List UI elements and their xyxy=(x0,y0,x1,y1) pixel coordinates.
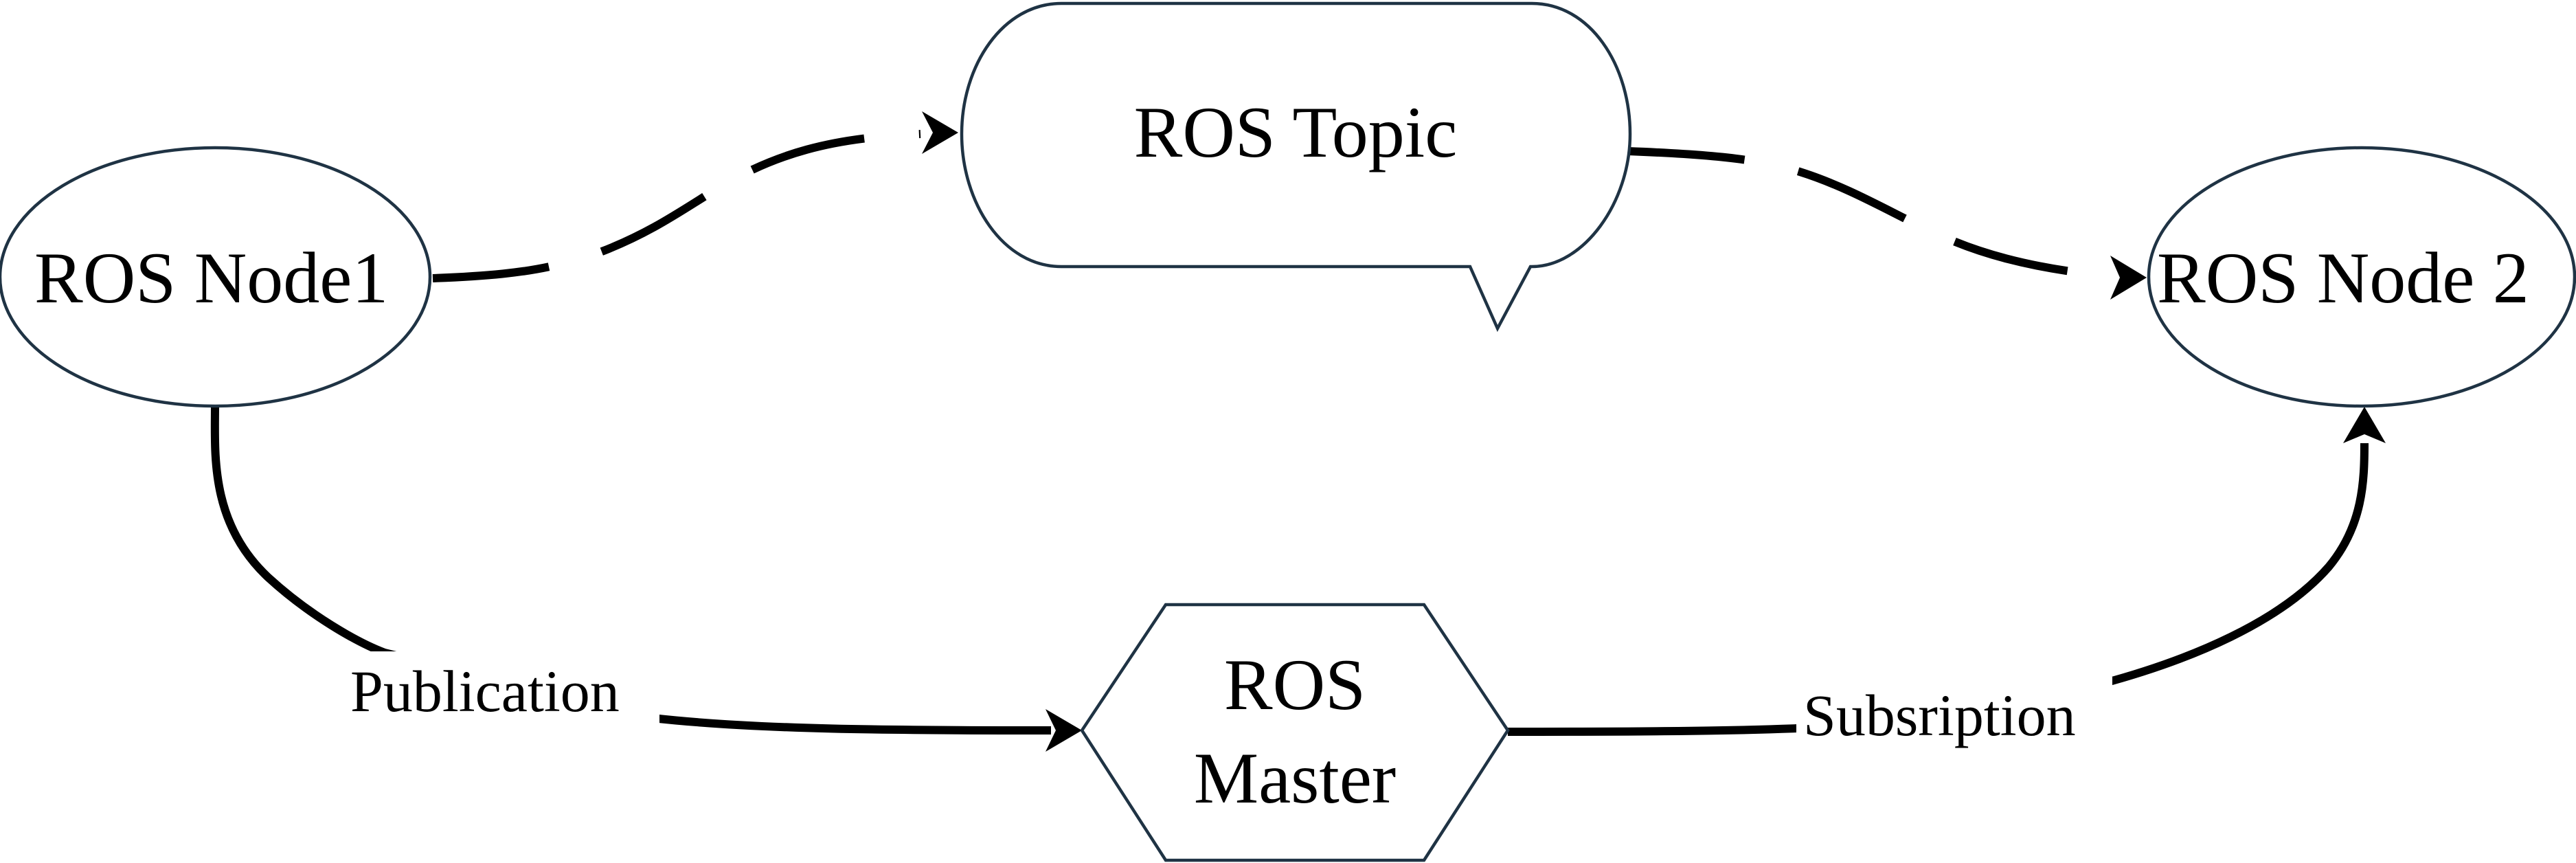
master-hexagon[interactable] xyxy=(1080,603,1510,862)
arrowhead-node2-in xyxy=(2110,256,2147,300)
edge-topic-to-node2 xyxy=(1627,147,2110,280)
arrowhead-topic-in xyxy=(922,111,958,154)
topic-label: ROS Topic xyxy=(1134,92,1458,172)
subscription-label: Subsription xyxy=(1803,682,2076,748)
arrowhead-master-in xyxy=(1046,709,1082,752)
edge-publication xyxy=(210,405,1052,735)
node1-label: ROS Node1 xyxy=(34,238,388,318)
master-label-line1: ROS xyxy=(1224,645,1366,725)
subscription-label-bg xyxy=(1796,677,2112,749)
master-label-line2: Master xyxy=(1194,738,1396,818)
publication-label-bg xyxy=(343,651,659,727)
node1-ellipse[interactable] xyxy=(0,146,432,408)
edge-subscription xyxy=(1507,442,2369,736)
topic-bubble[interactable] xyxy=(960,1,1632,333)
arrowhead-node2-bottom-in xyxy=(2343,407,2386,443)
node2-ellipse[interactable] xyxy=(2147,146,2576,408)
edge-node1-to-topic xyxy=(432,130,921,282)
publication-label: Publication xyxy=(350,658,620,724)
node2-label: ROS Node 2 xyxy=(2157,238,2529,318)
